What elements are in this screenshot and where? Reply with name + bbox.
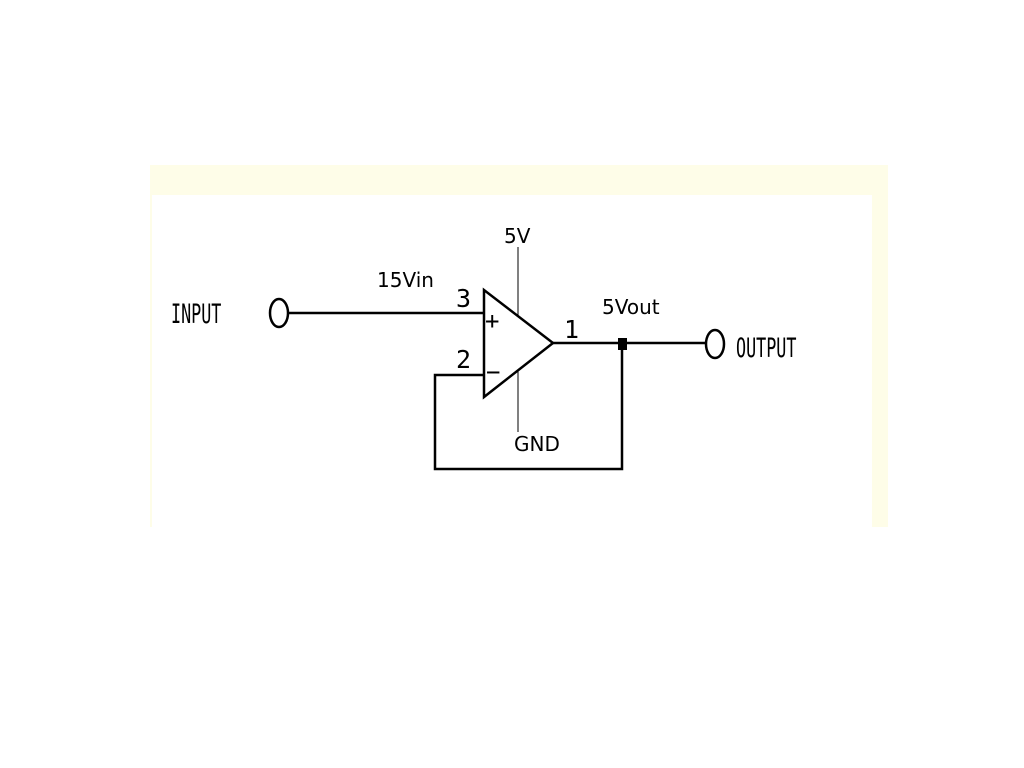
output-terminal-label: OUTPUT <box>736 333 796 364</box>
output-terminal-circle <box>704 328 726 360</box>
input-voltage-label: 15Vin <box>377 268 434 292</box>
feedback-wire <box>433 343 624 471</box>
minus-sign: − <box>486 358 500 386</box>
diagram-panel <box>152 195 872 527</box>
supply-voltage-label: 5V <box>504 224 531 248</box>
pin-3-label: 3 <box>456 284 471 313</box>
input-terminal-circle <box>268 297 290 329</box>
output-voltage-label: 5Vout <box>602 295 660 319</box>
ground-label: GND <box>514 432 560 456</box>
input-terminal-label: INPUT <box>171 299 221 330</box>
pin-2-label: 2 <box>456 345 471 374</box>
pin-1-label: 1 <box>564 315 579 344</box>
plus-sign: + <box>485 307 499 335</box>
